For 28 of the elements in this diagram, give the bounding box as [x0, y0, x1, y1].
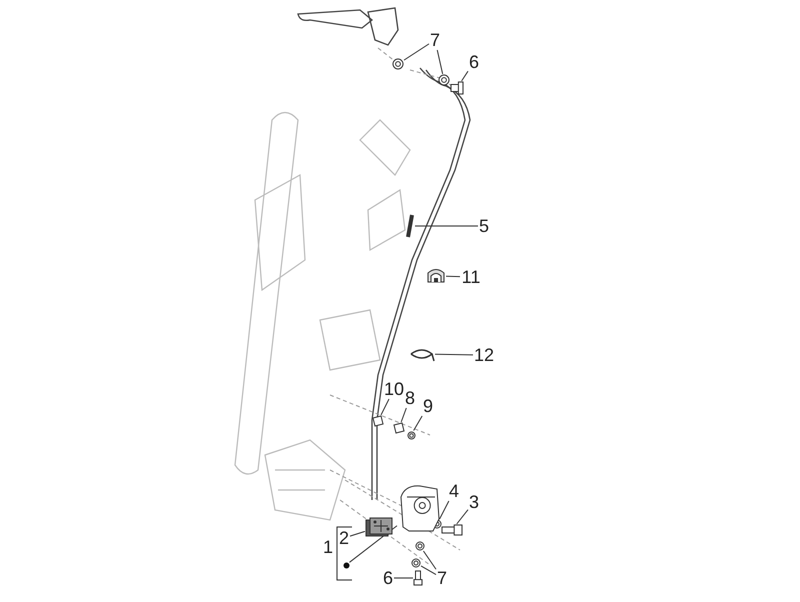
leader-line — [436, 50, 444, 74]
leader-line — [456, 509, 468, 524]
callout-number: 10 — [383, 379, 405, 399]
callout-number: 6 — [382, 568, 394, 588]
leader-line — [413, 416, 423, 431]
leader-line — [434, 354, 474, 356]
leader-line — [420, 565, 436, 576]
callout-number: 6 — [468, 52, 480, 72]
leader-line — [350, 530, 366, 537]
leader-line — [380, 398, 390, 416]
leader-line — [439, 500, 450, 520]
leader-line — [446, 276, 460, 278]
callout-number: 4 — [448, 481, 460, 501]
callout-number: 8 — [404, 388, 416, 408]
callout-number: 9 — [422, 396, 434, 416]
callout-number: 1 — [322, 537, 334, 557]
leader-line — [461, 70, 468, 82]
callout-number: 7 — [436, 568, 448, 588]
leader-line — [400, 408, 407, 422]
callout-number: 12 — [473, 345, 495, 365]
callout-number: 11 — [460, 267, 482, 287]
callout-number: 2 — [338, 528, 350, 548]
callout-number: 7 — [429, 30, 441, 50]
callout-number: 3 — [468, 492, 480, 512]
leader-line — [404, 43, 430, 61]
callout-number: 5 — [478, 216, 490, 236]
leader-line — [422, 550, 436, 570]
leader-line — [349, 525, 398, 563]
